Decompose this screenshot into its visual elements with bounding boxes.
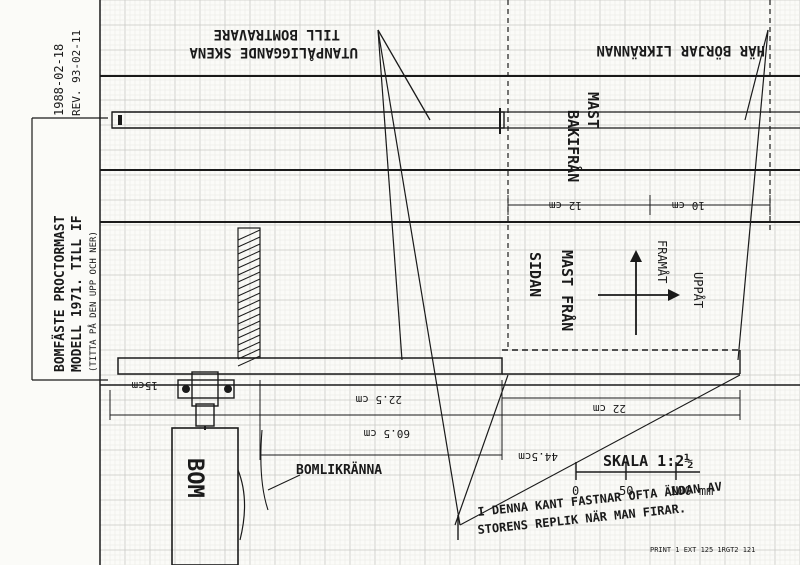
- dim-12cm: 12 cm: [549, 199, 582, 212]
- boom-label: BOM: [182, 458, 207, 498]
- scale-tick-100: 100 mm: [670, 484, 713, 498]
- mast-back-label-2: BAKIFRÅN: [564, 110, 583, 182]
- title-line-2: MODELL 1971. TILL IF: [70, 215, 85, 372]
- dim-22cm: 22 cm: [593, 402, 626, 415]
- scale-title: SKALA 1:2½: [603, 452, 693, 470]
- date-label: 1988-02-18: [52, 44, 66, 116]
- construction-lines: [377, 29, 769, 540]
- direction-arrows: [598, 250, 680, 335]
- boom-body: [171, 427, 301, 565]
- mast-back-label-1: MAST: [584, 92, 602, 128]
- scale-tick-50: 50: [619, 484, 633, 498]
- dim-15cm: 15cm: [131, 379, 158, 392]
- mast-hatched-section: [237, 227, 261, 367]
- graph-paper-grid: [99, 0, 800, 565]
- mast-side-label-1: MAST FRÅN: [558, 250, 577, 331]
- boom-fitting: [177, 371, 235, 430]
- dim-60-5cm: 60.5 cm: [363, 427, 410, 440]
- scale-tick-0: 0: [572, 484, 579, 498]
- scale-bar: [575, 462, 700, 480]
- rectifier-start-label: HÄR BÖRJAR LIKRÄNNAN: [596, 42, 765, 60]
- boom-groove-label: BOMLIKRÄNNA: [296, 462, 382, 478]
- rail-lines: [100, 0, 800, 386]
- mast-side-label-2: SIDAN: [526, 252, 544, 297]
- title-block: 1988-02-18 REV. 93-02-11 BOMFÄSTE PROCTO…: [31, 0, 108, 565]
- outgoing-rail-label-2: TILL BOMTRAVARE: [214, 26, 340, 42]
- revision-label: REV. 93-02-11: [70, 30, 83, 116]
- dim-44-5cm: 44.5cm: [518, 450, 558, 463]
- title-line-3: (TITTA PÅ DEN UPP OCH NER): [87, 231, 99, 372]
- forward-label: FRAMÅT: [655, 240, 670, 283]
- outgoing-rail-label-1: UTANPÅLIGGANDE SKENA: [189, 44, 358, 61]
- dimension-labels: 12 cm 10 cm 15cm 22.5 cm 22 cm 60.5 cm 4…: [131, 199, 705, 463]
- dim-10cm: 10 cm: [672, 199, 705, 212]
- dim-22-5cm: 22.5 cm: [355, 393, 402, 406]
- dimension-lines: [109, 195, 771, 460]
- footer-print-code: PRINT 1 EXT 125 1RGT2 121: [650, 546, 755, 554]
- title-line-1: BOMFÄSTE PROCTORMAST: [52, 215, 68, 372]
- upward-label: UPPÅT: [691, 272, 706, 308]
- scale-labels: SKALA 1:2½ 0 50 100 mm: [572, 452, 713, 498]
